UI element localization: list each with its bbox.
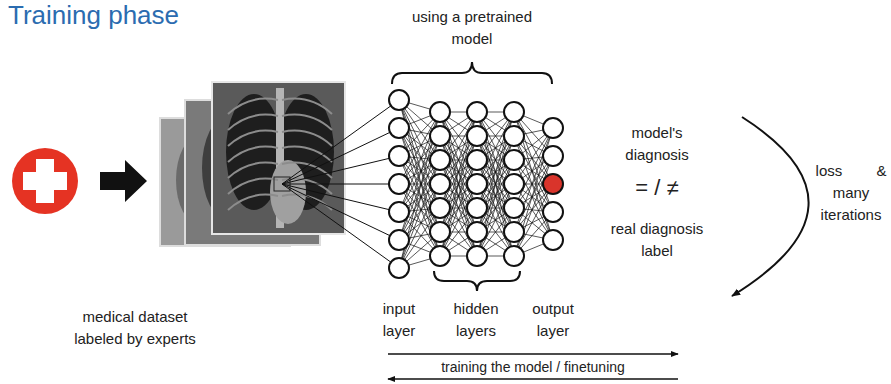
neuron	[389, 230, 409, 250]
neuron	[430, 222, 450, 242]
neuron	[543, 174, 563, 194]
heart	[270, 160, 306, 224]
backward-arrow	[388, 378, 678, 380]
network-link	[440, 184, 477, 256]
input-link	[282, 128, 399, 184]
neuron	[543, 118, 563, 138]
title: Training phase	[8, 0, 179, 30]
rib	[228, 115, 278, 130]
network-link	[477, 184, 514, 256]
label: model's diagnosis	[611, 122, 703, 166]
input-link	[282, 156, 399, 184]
network-link	[440, 184, 477, 256]
rib	[282, 147, 332, 162]
label: hidden layers	[445, 298, 507, 342]
neuron	[467, 126, 487, 146]
neuron	[543, 202, 563, 222]
rib	[282, 163, 332, 178]
label: = / ≠	[635, 174, 678, 202]
network-neurons	[389, 90, 563, 278]
medical-cross-icon	[12, 148, 78, 214]
input-arrow	[100, 160, 147, 202]
rib	[228, 99, 278, 114]
network-link	[477, 184, 514, 256]
network-link	[477, 112, 514, 184]
rib	[228, 147, 278, 162]
neuron	[430, 126, 450, 146]
rib	[282, 131, 332, 146]
neuron	[389, 258, 409, 278]
brace	[434, 271, 520, 291]
network-link	[440, 112, 477, 184]
input-link	[282, 184, 399, 268]
label: output layer	[524, 298, 582, 342]
rib	[228, 179, 278, 194]
neuron	[467, 174, 487, 194]
neuron	[504, 126, 524, 146]
label: using a pretrained model	[411, 6, 533, 50]
icon-circle	[12, 148, 78, 214]
neuron	[467, 102, 487, 122]
neuron	[430, 246, 450, 266]
xray-front	[212, 82, 345, 234]
xray-image	[212, 82, 345, 234]
label: loss & many iterations	[815, 160, 887, 226]
neuron	[389, 146, 409, 166]
neural-network	[282, 90, 563, 278]
neuron	[430, 102, 450, 122]
rib	[282, 115, 332, 130]
neuron	[430, 150, 450, 170]
input-link	[282, 184, 399, 240]
input-link	[282, 184, 399, 185]
rib	[282, 99, 332, 114]
network-links	[282, 100, 553, 268]
neuron	[389, 202, 409, 222]
rib	[228, 131, 278, 146]
neuron	[467, 246, 487, 266]
network-link	[477, 112, 514, 184]
neuron	[543, 146, 563, 166]
neuron	[504, 174, 524, 194]
rib	[228, 163, 278, 178]
neuron	[389, 118, 409, 138]
rib	[228, 195, 278, 210]
neuron	[504, 102, 524, 122]
label: medical dataset labeled by experts	[65, 306, 205, 350]
neuron	[543, 230, 563, 250]
neuron	[430, 174, 450, 194]
neuron	[389, 174, 409, 194]
brace	[392, 62, 552, 84]
input-link	[282, 100, 399, 184]
neuron	[467, 222, 487, 242]
label: training the model / finetuning	[437, 358, 629, 376]
neuron	[504, 198, 524, 218]
neuron	[504, 150, 524, 170]
loop-arrow	[732, 117, 809, 296]
neuron	[389, 90, 409, 110]
forward-arrow	[388, 353, 678, 355]
neuron	[430, 198, 450, 218]
network-link	[440, 112, 477, 184]
neuron	[504, 222, 524, 242]
label: real diagnosis label	[601, 218, 713, 262]
label: input layer	[373, 298, 425, 342]
neuron	[467, 150, 487, 170]
neuron	[504, 246, 524, 266]
neuron	[467, 198, 487, 218]
cross-bar	[23, 172, 67, 190]
input-link	[282, 184, 399, 212]
ribs	[228, 99, 332, 210]
